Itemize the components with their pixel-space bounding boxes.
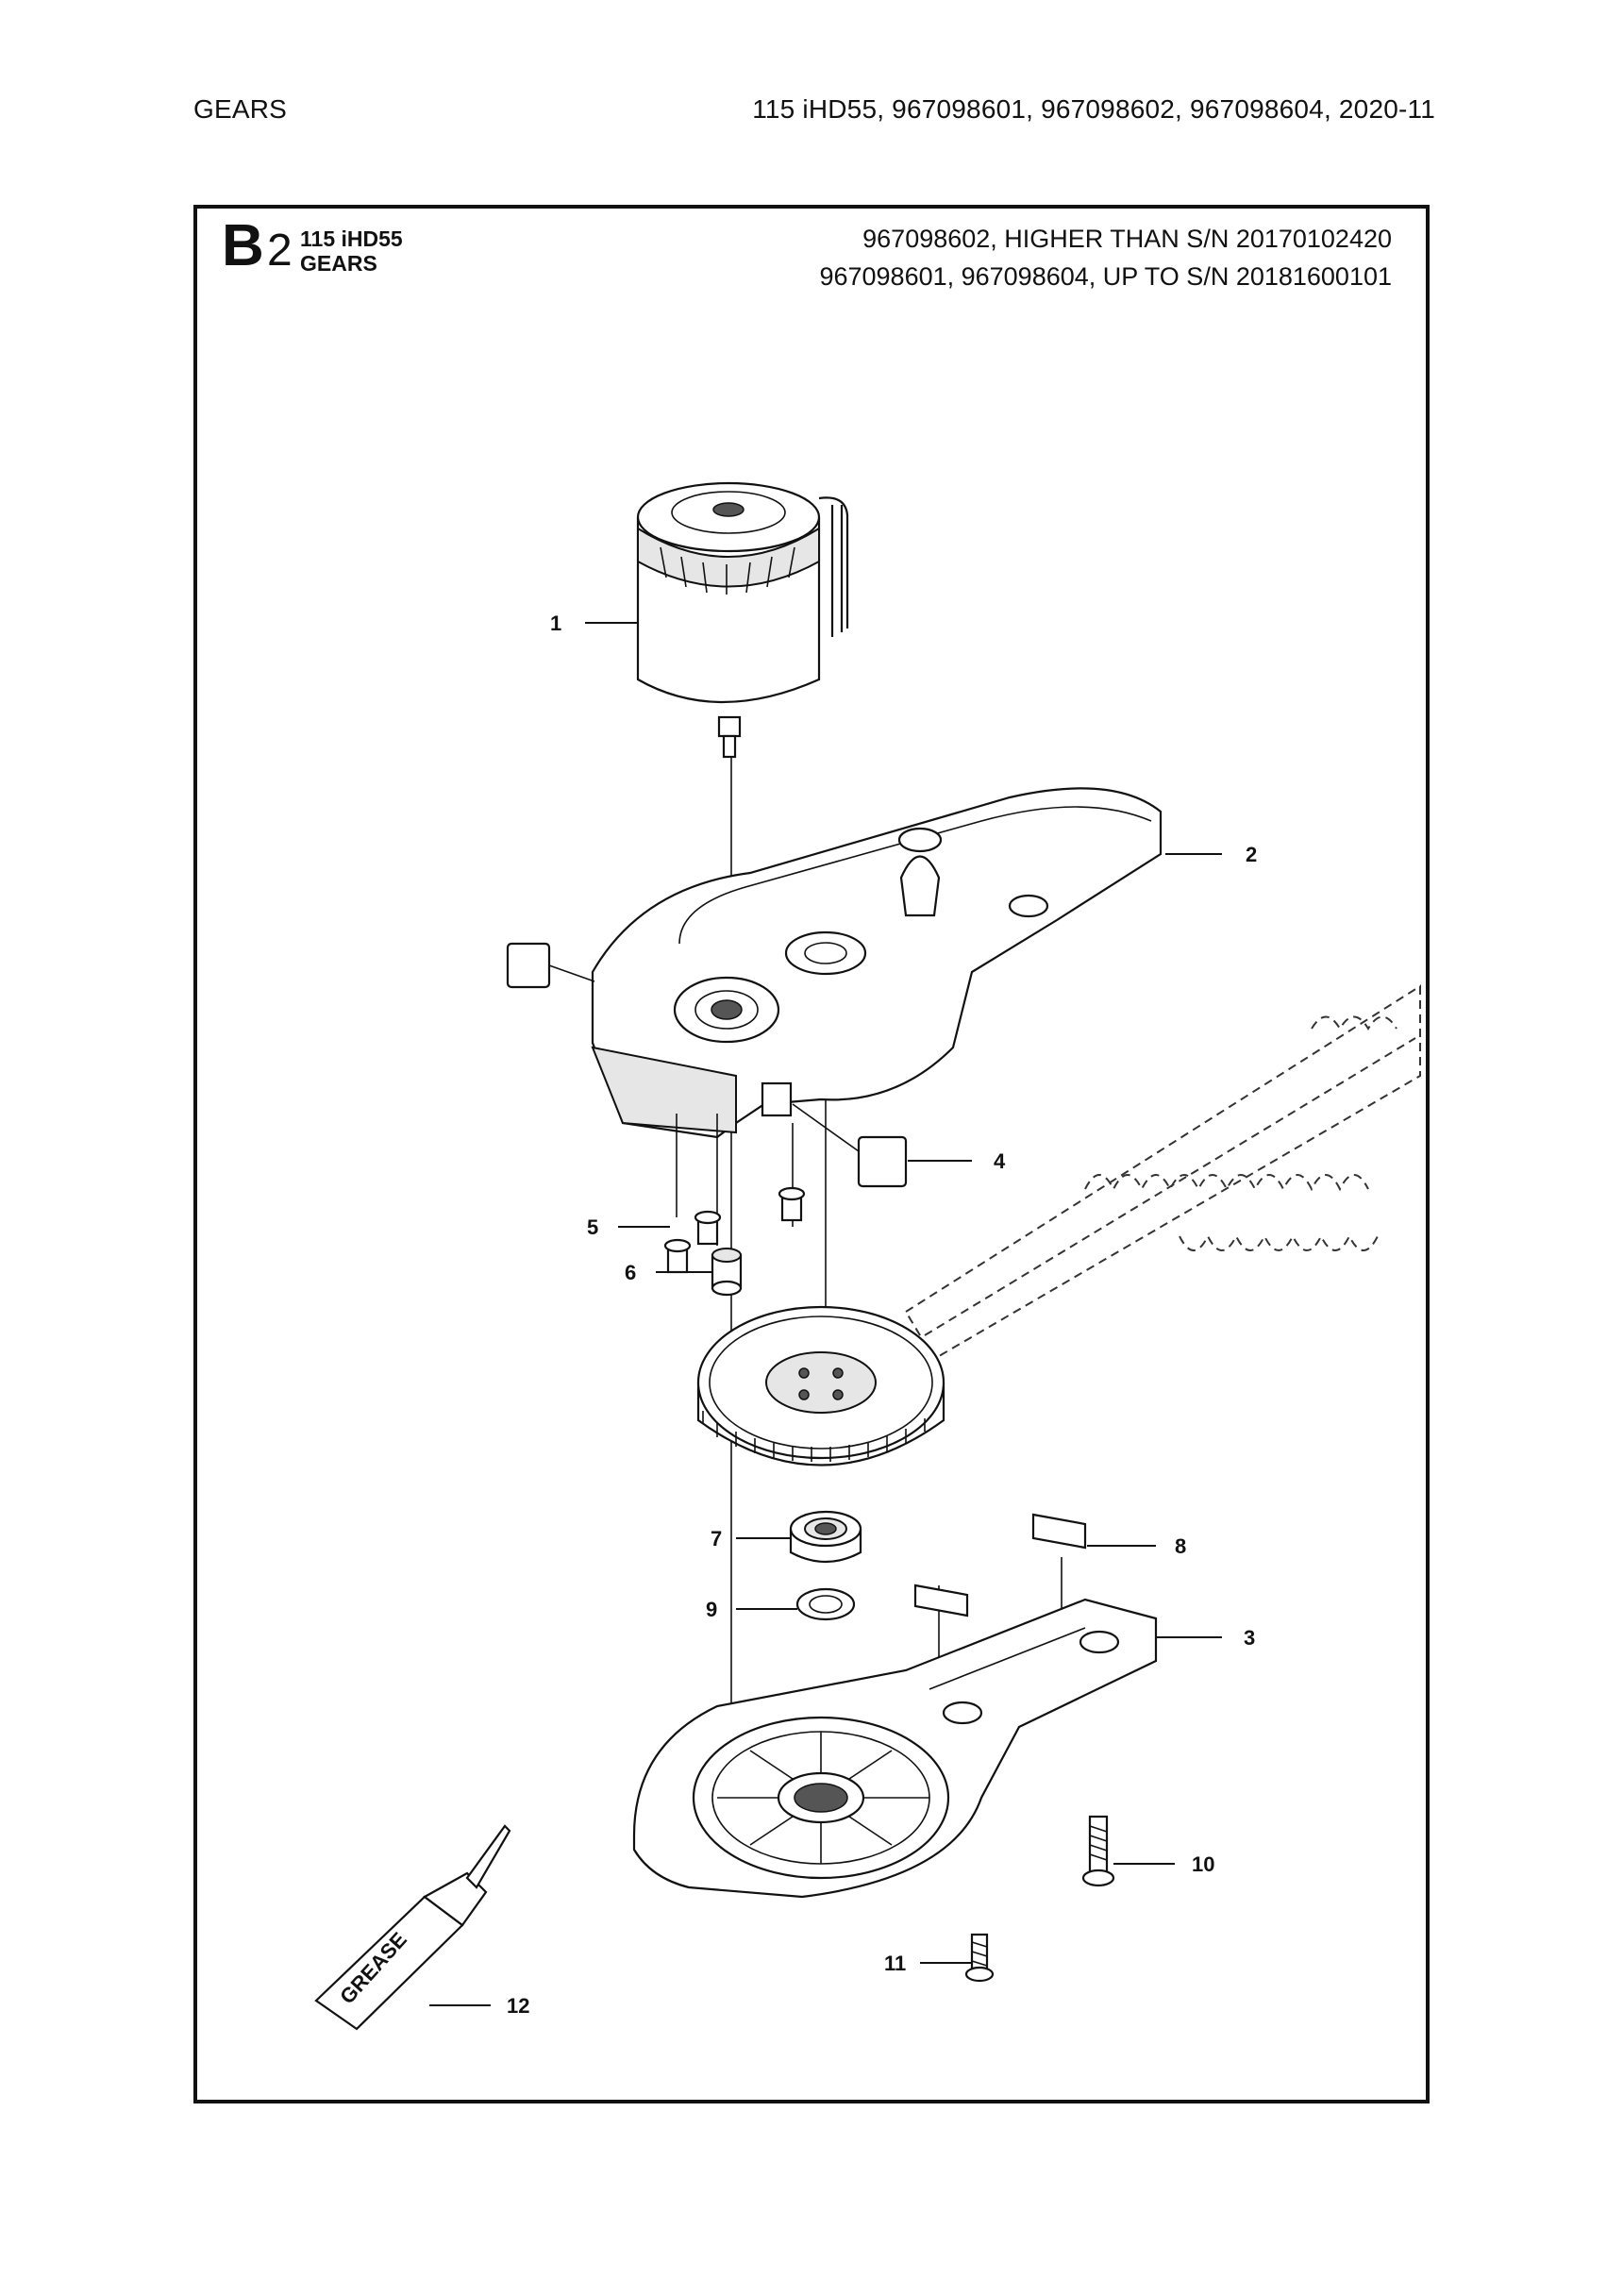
bearing: [789, 1510, 862, 1563]
long-screw: [1081, 1815, 1115, 1887]
callout-4: 4: [994, 1149, 1006, 1173]
leader-lines: [429, 622, 1222, 2006]
main-gear-wheel: [696, 1305, 945, 1466]
gear-housing-top: [506, 787, 1163, 1139]
callout-5: 5: [587, 1215, 598, 1239]
callout-2: 2: [1246, 843, 1257, 866]
callout-9: 9: [706, 1598, 717, 1621]
callout-7: 7: [711, 1527, 722, 1550]
gear-housing-bottom: [632, 1598, 1158, 1899]
serial-note-1: 967098602, HIGHER THAN S/N 20170102420: [862, 225, 1392, 253]
serial-note-2: 967098601, 967098604, UP TO S/N 20181600…: [819, 262, 1392, 291]
short-screw: [964, 1933, 995, 1983]
header-section-name: GEARS: [193, 94, 288, 124]
switch-leader: [792, 1103, 860, 1152]
pad-upper: [1031, 1513, 1087, 1550]
hedge-blade: [904, 984, 1421, 1361]
switch-block: [857, 1135, 908, 1188]
callout-8: 8: [1175, 1534, 1186, 1558]
spacer-sleeve: [711, 1248, 743, 1297]
section-number: 2: [267, 226, 293, 276]
header-model-list: 115 iHD55, 967098601, 967098602, 9670986…: [752, 94, 1435, 124]
diagram-frame: [193, 205, 1430, 2103]
motor: [636, 481, 849, 759]
section-title: GEARS: [300, 251, 377, 276]
pad-lower: [913, 1584, 969, 1617]
grease-tube: GREASE: [314, 1824, 511, 2031]
callout-11: 11: [884, 1952, 906, 1975]
callout-3: 3: [1244, 1626, 1255, 1650]
callout-1: 1: [550, 612, 561, 635]
callout-6: 6: [625, 1261, 636, 1284]
callout-10: 10: [1192, 1852, 1214, 1876]
washer: [795, 1587, 856, 1621]
section-model: 115 iHD55: [300, 226, 403, 251]
callout-12: 12: [507, 1994, 529, 2018]
housing-screws: [663, 1114, 806, 1274]
section-letter: B: [222, 213, 264, 278]
